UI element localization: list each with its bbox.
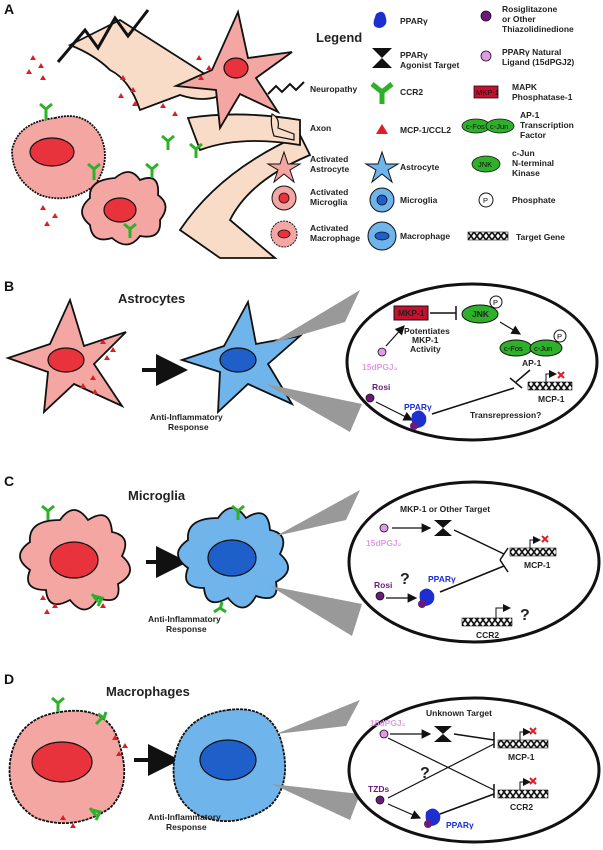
- rosi-c: Rosi: [374, 580, 392, 590]
- legend-cfos: c-Fos: [466, 122, 485, 131]
- legend-p: P: [483, 196, 488, 205]
- detail-oval-b: [345, 282, 599, 442]
- potentiates-b-3: Activity: [410, 344, 441, 354]
- pparg-c: PPARγ: [428, 574, 456, 584]
- rosi-b: Rosi: [372, 382, 390, 392]
- cjun-icon: [485, 118, 515, 134]
- panel-c-letter: C: [4, 473, 14, 489]
- mkp1-b: MKP-1: [398, 308, 425, 318]
- pparg-b: PPARγ: [404, 402, 432, 412]
- response-d-1: Anti-Inflammatory: [148, 812, 221, 822]
- panel-a-letter: A: [4, 1, 14, 17]
- mcp1-dots-a: [26, 55, 212, 226]
- target-gene-icon: [467, 231, 509, 241]
- neuropathy-icon: [267, 81, 305, 95]
- p-b-2: P: [557, 332, 562, 341]
- ap1-b: AP-1: [522, 358, 542, 368]
- activated-astrocyte-icon: [266, 150, 302, 184]
- pparg-icon: [373, 11, 387, 28]
- legend-jnk-oval: JNK: [478, 160, 492, 169]
- cjun-b: c-Jun: [534, 344, 552, 353]
- legend-microglia: Microglia: [400, 195, 438, 205]
- potentiates-b-1: Potentiates: [404, 326, 450, 336]
- mkp-icon: [473, 85, 499, 99]
- panel-a: A: [4, 1, 574, 259]
- agonist-target-icon: [372, 48, 392, 68]
- ccr2-c: CCR2: [476, 630, 499, 640]
- response-c-1: Anti-Inflammatory: [148, 614, 221, 624]
- pgj-d: 15dPGJ₂: [370, 718, 406, 728]
- ccr2-icon: [370, 82, 394, 104]
- panel-d-title: Macrophages: [106, 684, 190, 699]
- cfos-b: c-Fos: [504, 344, 523, 353]
- jnk-b: JNK: [472, 309, 490, 319]
- legend-mkp-box: MKP-1: [476, 88, 499, 97]
- panel-b-letter: B: [4, 278, 14, 294]
- mcp1-d: MCP-1: [508, 752, 535, 762]
- panel-d-letter: D: [4, 671, 14, 687]
- legend-astrocyte: Astrocyte: [400, 162, 439, 172]
- target-d: Unknown Target: [426, 708, 492, 718]
- axon-upper: [67, 18, 232, 112]
- pgj-b: 15dPGJ₂: [362, 362, 398, 372]
- astrocyte-icon: [364, 150, 400, 184]
- target-c: MKP-1 or Other Target: [400, 504, 490, 514]
- legend-neuropathy: Neuropathy: [310, 84, 358, 94]
- mcp1-c: MCP-1: [524, 560, 551, 570]
- legend-ccr2: CCR2: [400, 87, 423, 97]
- transrepression-b: Transrepression?: [470, 410, 541, 420]
- response-b-1: Anti-Inflammatory: [150, 412, 223, 422]
- legend-phosphate: Phosphate: [512, 195, 556, 205]
- jnk-oval-b: [461, 304, 499, 324]
- p-b-1: P: [493, 298, 498, 307]
- rosi-icon: [480, 10, 492, 22]
- legend-axon: Axon: [310, 123, 331, 133]
- legend-pparg: PPARγ: [400, 16, 428, 26]
- ccr2-d: CCR2: [510, 802, 533, 812]
- response-c-2: Response: [166, 624, 207, 634]
- question-c-2: ?: [520, 607, 530, 624]
- mkp1-box-b: [393, 305, 429, 321]
- neuropathy-bolt: [56, 9, 150, 63]
- potentiates-b-2: MKP-1: [412, 335, 439, 345]
- legend-target-gene: Target Gene: [516, 232, 565, 242]
- response-b-2: Response: [168, 422, 209, 432]
- pgj-c: 15dPGJ₂: [366, 538, 402, 548]
- axon-icon: [270, 113, 295, 141]
- question-c-1: ?: [400, 571, 410, 588]
- legend-cjun: c-Jun: [490, 122, 508, 131]
- legend-mcp1: MCP-1/CCL2: [400, 125, 451, 135]
- natural-ligand-icon: [480, 50, 492, 62]
- panel-b: B Astrocytes Anti-Inflammatory Response …: [4, 278, 599, 442]
- panel-c: C Microglia Anti-Inflammatory Response M…: [4, 473, 601, 644]
- panel-b-title: Astrocytes: [118, 291, 185, 306]
- ccr2-receptors-a: [39, 102, 203, 238]
- legend-macrophage: Macrophage: [400, 231, 450, 241]
- response-d-2: Response: [166, 822, 207, 832]
- legend-title: Legend: [316, 30, 362, 45]
- mcp1-b: MCP-1: [538, 394, 565, 404]
- tzds-d: TZDs: [368, 784, 390, 794]
- panel-d: D Macrophages Anti-Inflammatory Response…: [4, 671, 601, 844]
- phosphate-icon: [478, 192, 494, 208]
- question-d: ?: [420, 765, 430, 782]
- jnk-icon: [471, 155, 501, 173]
- mcp1-icon: [376, 124, 388, 134]
- pparg-d: PPARγ: [446, 820, 474, 830]
- panel-c-title: Microglia: [128, 488, 186, 503]
